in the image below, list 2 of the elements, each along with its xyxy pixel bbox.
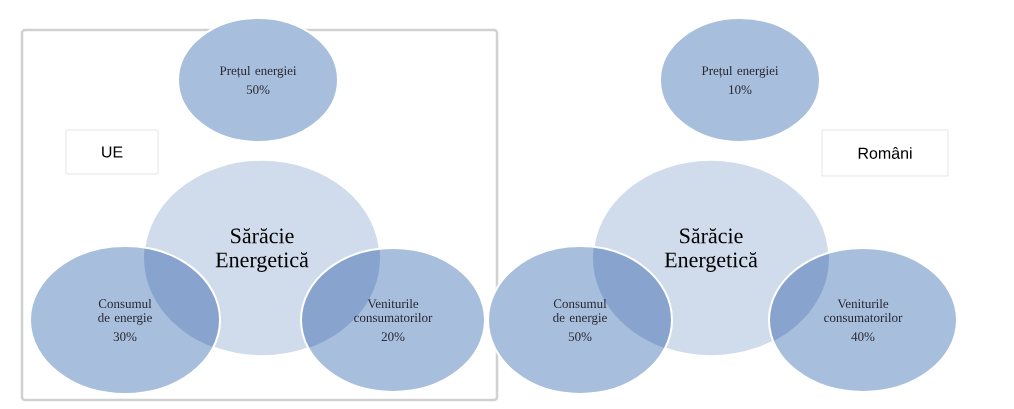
label-box: Români [821,129,949,177]
label-box: UE [65,129,159,175]
